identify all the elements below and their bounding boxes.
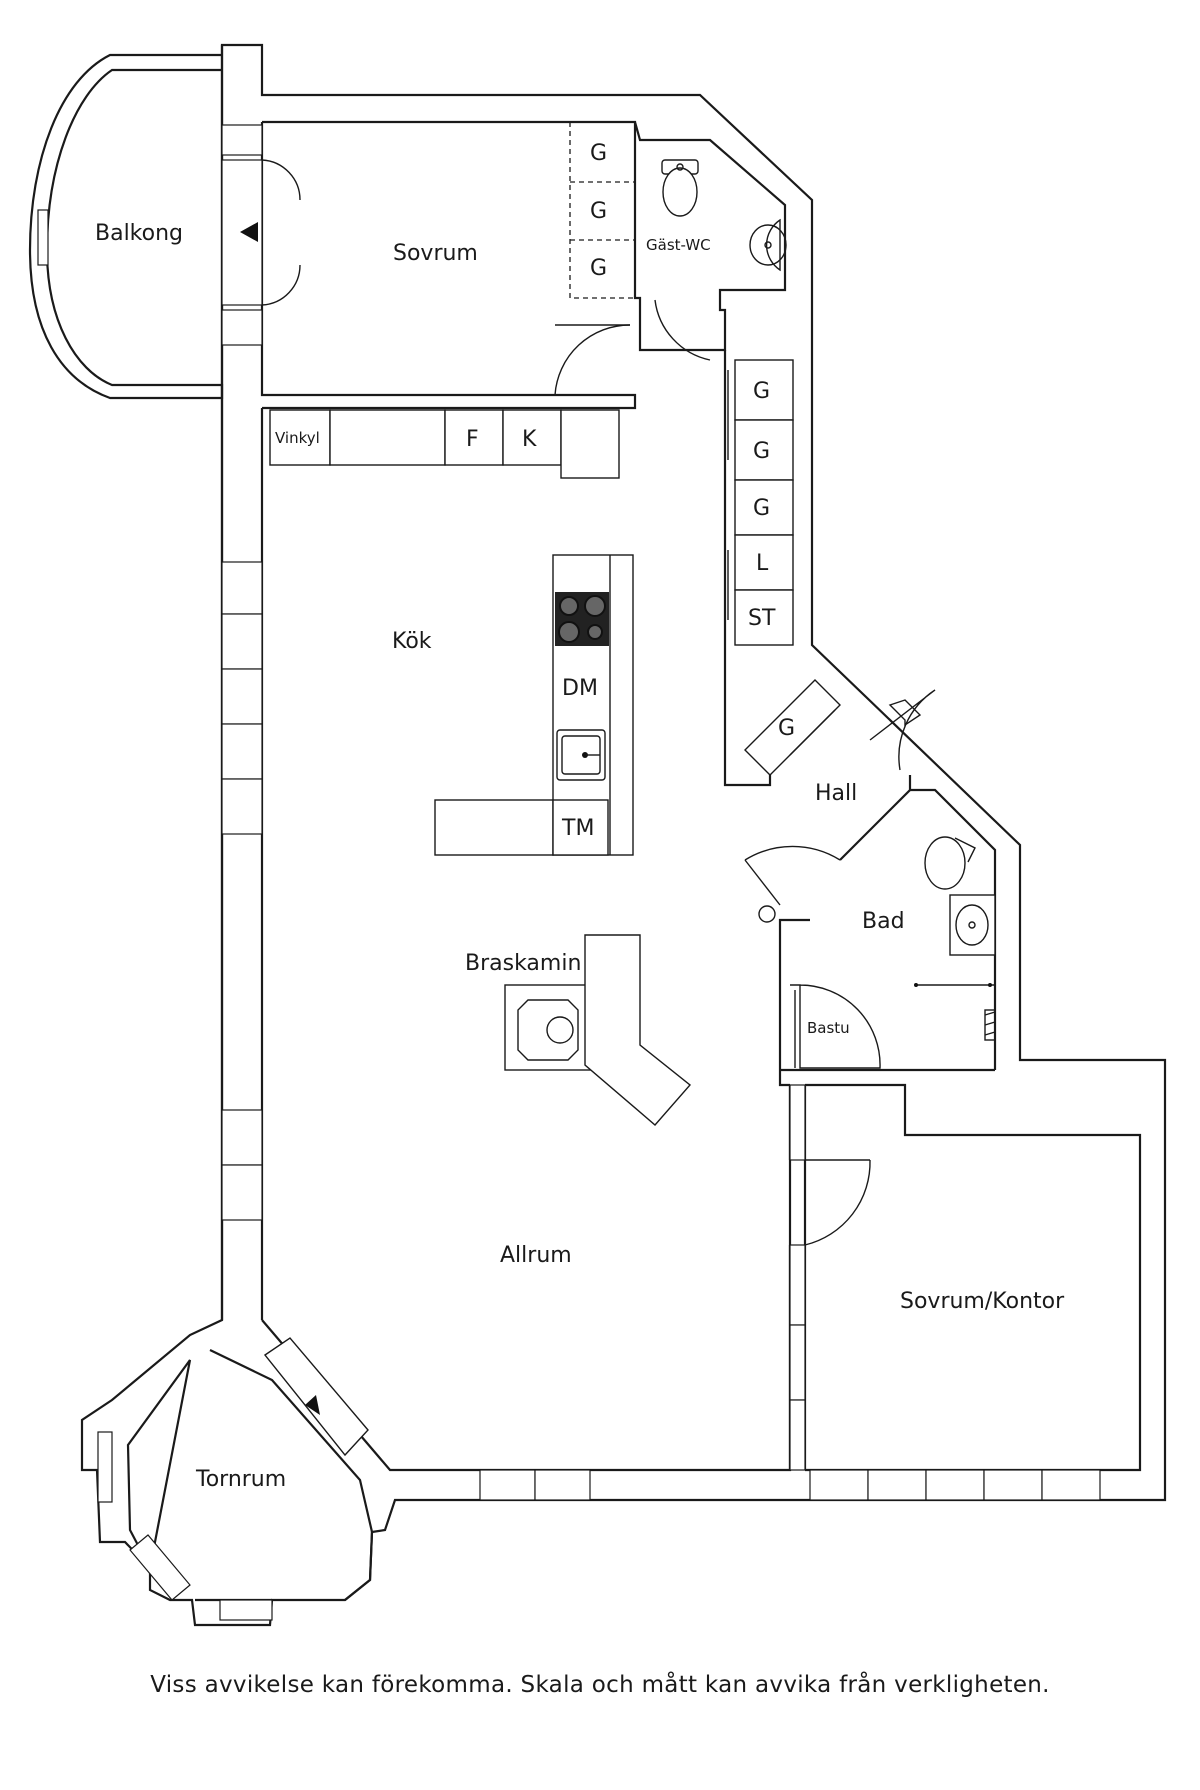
sovrum-wardrobes bbox=[569, 122, 635, 299]
floor-plan: Balkong Sovrum G G G Gäst-WC Vinkyl F K … bbox=[28, 43, 1167, 1627]
wardrobe-label-2: G bbox=[590, 199, 607, 224]
tower-windows bbox=[97, 1431, 273, 1621]
sovrum-door[interactable] bbox=[554, 324, 631, 396]
balcony bbox=[28, 53, 224, 400]
kitchen-counter bbox=[269, 409, 620, 479]
room-label-allrum: Allrum bbox=[500, 1243, 572, 1268]
room-label-bad: Bad bbox=[862, 909, 905, 934]
wardrobe-label-3: G bbox=[590, 256, 607, 281]
fixture-label-vinkyl: Vinkyl bbox=[275, 429, 320, 447]
kitchen-sink-icon bbox=[556, 729, 606, 781]
fixture-label-washer: TM bbox=[561, 816, 594, 841]
room-label-sovrum-kontor: Sovrum/Kontor bbox=[900, 1289, 1065, 1314]
fixture-label-linen: L bbox=[756, 551, 769, 576]
fixture-label-fridge: F bbox=[466, 427, 479, 452]
hall-closet-label: G bbox=[778, 716, 795, 741]
room-label-balkong: Balkong bbox=[95, 221, 183, 246]
bathroom-walls bbox=[744, 775, 997, 1087]
room-label-tornrum: Tornrum bbox=[195, 1467, 286, 1492]
disclaimer-text: Viss avvikelse kan förekomma. Skala och … bbox=[150, 1672, 1050, 1698]
bathroom-fixtures bbox=[758, 836, 996, 1041]
room-label-hall: Hall bbox=[815, 781, 857, 806]
room-label-bastu: Bastu bbox=[807, 1019, 850, 1037]
hall-closet bbox=[744, 679, 841, 776]
hall-wardrobe-label-3: G bbox=[753, 496, 770, 521]
fixture-label-freezer: K bbox=[522, 427, 537, 452]
fireplace bbox=[504, 934, 692, 1126]
entrance-door[interactable] bbox=[869, 689, 936, 771]
left-windows bbox=[221, 561, 263, 1221]
guest-wc-fixtures bbox=[661, 159, 787, 272]
room-label-sovrum: Sovrum bbox=[393, 241, 478, 266]
hall-wardrobes bbox=[727, 359, 794, 646]
sovrum-kontor-door[interactable] bbox=[804, 1159, 871, 1246]
sauna bbox=[790, 984, 881, 1069]
hall-wardrobe-label-1: G bbox=[753, 379, 770, 404]
room-label-kok: Kök bbox=[392, 629, 432, 654]
balcony-door[interactable] bbox=[221, 159, 301, 306]
interior-wall-windows bbox=[789, 1084, 806, 1471]
hall-wardrobe-label-2: G bbox=[753, 439, 770, 464]
label-braskamin: Braskamin bbox=[465, 951, 581, 976]
stove-icon bbox=[555, 592, 609, 646]
room-label-gast-wc: Gäst-WC bbox=[646, 236, 711, 254]
fixture-label-cleaning: ST bbox=[748, 606, 776, 631]
fixture-label-dishwasher: DM bbox=[562, 676, 598, 701]
wardrobe-label-1: G bbox=[590, 141, 607, 166]
bottom-windows bbox=[479, 1469, 1101, 1501]
guest-wc-door[interactable] bbox=[654, 299, 711, 361]
